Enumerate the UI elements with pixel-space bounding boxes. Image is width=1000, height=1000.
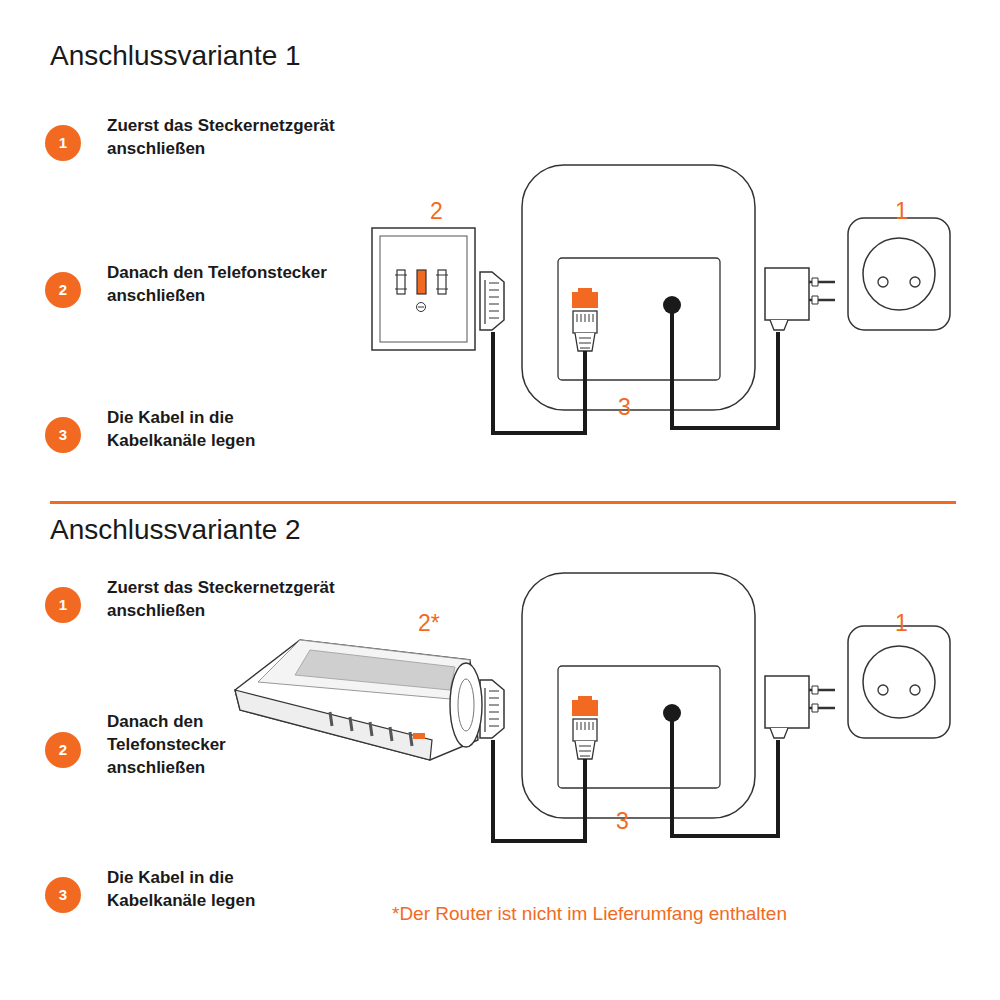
step-circle: 2Danach den Telefonstecker anschließen xyxy=(45,732,81,768)
callout-number: 1 xyxy=(895,610,908,637)
step-instruction: Danach den Telefonstecker anschließen xyxy=(107,261,337,307)
step-number: 1 xyxy=(45,587,81,623)
callout-number: 3 xyxy=(616,808,629,835)
section-heading: Anschlussvariante 2 xyxy=(50,514,301,546)
step-instruction: Die Kabel in die Kabelkanäle legen xyxy=(107,406,297,452)
callout-number: 2 xyxy=(430,198,443,225)
callout-number: 2* xyxy=(418,610,440,637)
step-number: 3 xyxy=(45,417,81,453)
step-instruction: Zuerst das Steckernetzgerät anschließen xyxy=(107,114,337,160)
step-circle: 3Die Kabel in die Kabelkanäle legen xyxy=(45,877,81,913)
step-number: 3 xyxy=(45,877,81,913)
step-circle: 1Zuerst das Steckernetzgerät anschließen xyxy=(45,125,81,161)
step-number: 2 xyxy=(45,732,81,768)
callout-number: 3 xyxy=(618,394,631,421)
step-instruction: Zuerst das Steckernetzgerät anschließen xyxy=(107,576,397,622)
step-instruction: Die Kabel in die Kabelkanäle legen xyxy=(107,866,297,912)
callout-number: 1 xyxy=(895,198,908,225)
step-circle: 3Die Kabel in die Kabelkanäle legen xyxy=(45,417,81,453)
footnote: *Der Router ist nicht im Lieferumfang en… xyxy=(392,903,787,925)
step-circle: 1Zuerst das Steckernetzgerät anschließen xyxy=(45,587,81,623)
step-number: 2 xyxy=(45,272,81,308)
step-number: 1 xyxy=(45,125,81,161)
section-heading: Anschlussvariante 1 xyxy=(50,40,301,72)
step-instruction: Danach den Telefonstecker anschließen xyxy=(107,710,257,779)
step-circle: 2Danach den Telefonstecker anschließen xyxy=(45,272,81,308)
